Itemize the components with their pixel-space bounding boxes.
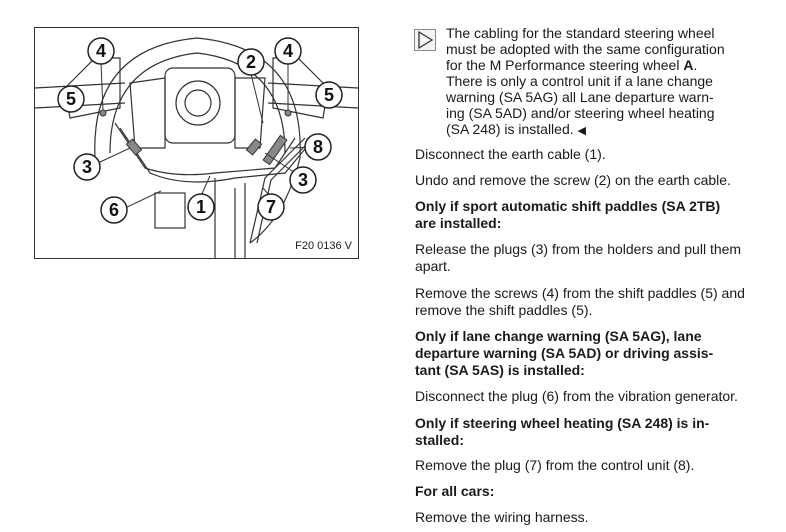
note-line: must be adopted with the same configurat… (446, 41, 725, 57)
step-line: Only if lane change warning (SA 5AG), la… (415, 328, 702, 344)
steering-wheel-figure: 1 2 3 3 4 4 5 5 6 7 8 F20 0136 V (34, 27, 359, 259)
callout-3-left: 3 (73, 153, 101, 181)
step-line: remove the shift paddles (5). (415, 301, 593, 318)
condition-heading: Only if lane change warning (SA 5AG), la… (415, 328, 713, 378)
svg-text:5: 5 (66, 89, 76, 109)
svg-text:4: 4 (96, 41, 106, 61)
step-line: Remove the plug (7) from the control uni… (415, 457, 695, 473)
svg-text:6: 6 (109, 200, 119, 220)
note-line: warning (SA 5AG) all Lane departure warn… (446, 89, 714, 105)
svg-text:1: 1 (196, 197, 206, 217)
svg-text:2: 2 (246, 52, 256, 72)
note-line: The cabling for the standard steering wh… (446, 25, 715, 41)
condition-heading: For all cars: (415, 483, 494, 500)
step-line: For all cars: (415, 483, 495, 499)
wheel-label-a: A (683, 57, 694, 73)
note-line: There is only a control unit if a lane c… (446, 73, 713, 89)
callout-4-left: 4 (87, 37, 115, 65)
instruction-step: Release the plugs (3) from the holders a… (415, 241, 741, 275)
step-line: Only if steering wheel heating (SA 248) … (415, 415, 710, 431)
instruction-step: Disconnect the earth cable (1). (415, 146, 606, 163)
callout-3-right: 3 (289, 166, 317, 194)
note-line-text: for the M Performance steering wheel (446, 57, 684, 73)
instruction-step: Remove the plug (7) from the control uni… (415, 457, 694, 474)
instruction-step: Remove the wiring harness. (415, 509, 589, 526)
end-marker-icon: ◀ (577, 125, 586, 137)
step-line: Remove the screws (4) from the shift pad… (415, 285, 745, 301)
step-line: Remove the wiring harness. (415, 509, 589, 525)
svg-text:8: 8 (313, 137, 323, 157)
condition-heading: Only if steering wheel heating (SA 248) … (415, 415, 709, 449)
callout-5-right: 5 (315, 81, 343, 109)
steering-wheel-drawing: 1 2 3 3 4 4 5 5 6 7 8 (35, 37, 358, 258)
callout-7: 7 (257, 193, 285, 221)
note-triangle-icon (414, 29, 436, 51)
step-line: are installed: (415, 214, 502, 231)
svg-text:3: 3 (82, 157, 92, 177)
step-line: Release the plugs (3) from the holders a… (415, 241, 742, 257)
condition-heading: Only if sport automatic shift paddles (S… (415, 198, 720, 232)
svg-text:5: 5 (324, 85, 334, 105)
step-line: Disconnect the earth cable (1). (415, 146, 606, 162)
svg-text:7: 7 (266, 197, 276, 217)
step-line: apart. (415, 257, 451, 274)
instruction-step: Undo and remove the screw (2) on the ear… (415, 172, 731, 189)
svg-text:4: 4 (283, 41, 293, 61)
instruction-step: Disconnect the plug (6) from the vibrati… (415, 388, 738, 405)
callout-4-right: 4 (274, 37, 302, 65)
step-line: stalled: (415, 431, 465, 448)
callout-2: 2 (237, 48, 265, 76)
callout-5-left: 5 (57, 85, 85, 113)
instruction-step: Remove the screws (4) from the shift pad… (415, 285, 745, 319)
callout-1: 1 (187, 193, 215, 221)
note-line: ing (SA 5AD) and/or steering wheel heati… (446, 105, 715, 121)
figure-code: F20 0136 V (295, 240, 352, 252)
note-line: (SA 248) is installed. ◀ (446, 121, 725, 139)
callout-8: 8 (304, 133, 332, 161)
callout-6: 6 (100, 196, 128, 224)
note-text: The cabling for the standard steering wh… (446, 25, 725, 139)
step-line: Undo and remove the screw (2) on the ear… (415, 172, 731, 188)
step-line: tant (SA 5AS) is installed: (415, 361, 585, 378)
svg-text:3: 3 (298, 170, 308, 190)
step-line: Disconnect the plug (6) from the vibrati… (415, 388, 738, 404)
step-line: departure warning (SA 5AD) or driving as… (415, 344, 714, 361)
note-line-text: (SA 248) is installed. (446, 121, 578, 137)
note-line: for the M Performance steering wheel A. (446, 57, 698, 73)
step-line: Only if sport automatic shift paddles (S… (415, 198, 721, 214)
